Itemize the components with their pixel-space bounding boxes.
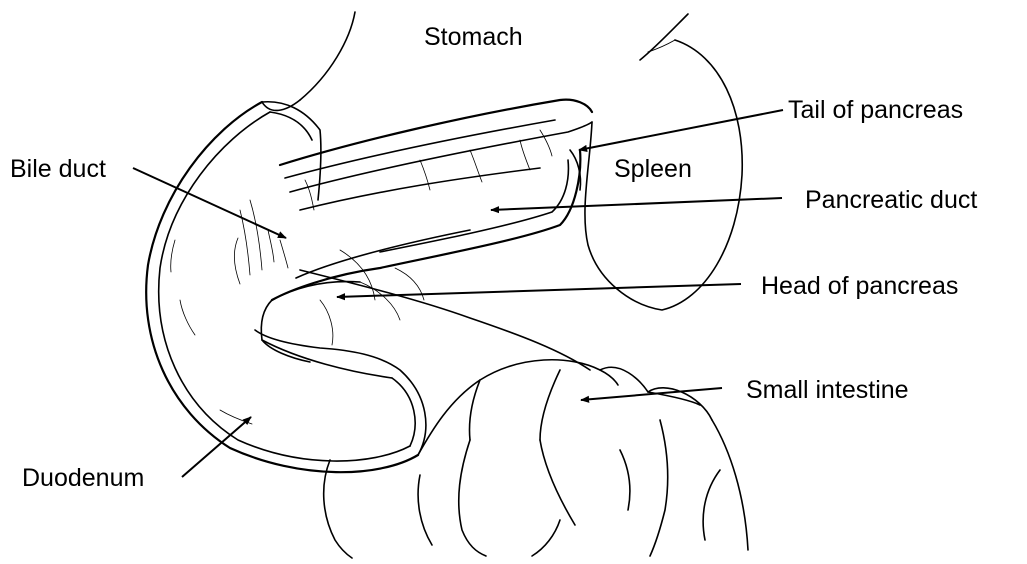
pancreas-shape: [234, 100, 592, 378]
small-intestine-shape: [300, 270, 748, 558]
arrow-head-of-pancreas: [337, 284, 741, 297]
label-small-intestine: Small intestine: [746, 376, 909, 404]
arrow-bile-duct: [133, 168, 286, 238]
label-bile-duct: Bile duct: [10, 155, 106, 183]
duodenum-shape: [146, 102, 426, 472]
label-pancreatic-duct: Pancreatic duct: [805, 186, 977, 214]
label-spleen: Spleen: [614, 155, 692, 183]
arrow-duodenum: [182, 417, 251, 477]
label-head-of-pancreas: Head of pancreas: [761, 272, 958, 300]
label-duodenum: Duodenum: [22, 464, 144, 492]
label-tail-of-pancreas: Tail of pancreas: [788, 96, 963, 124]
label-stomach: Stomach: [424, 23, 523, 51]
arrow-tail-of-pancreas: [579, 110, 783, 150]
